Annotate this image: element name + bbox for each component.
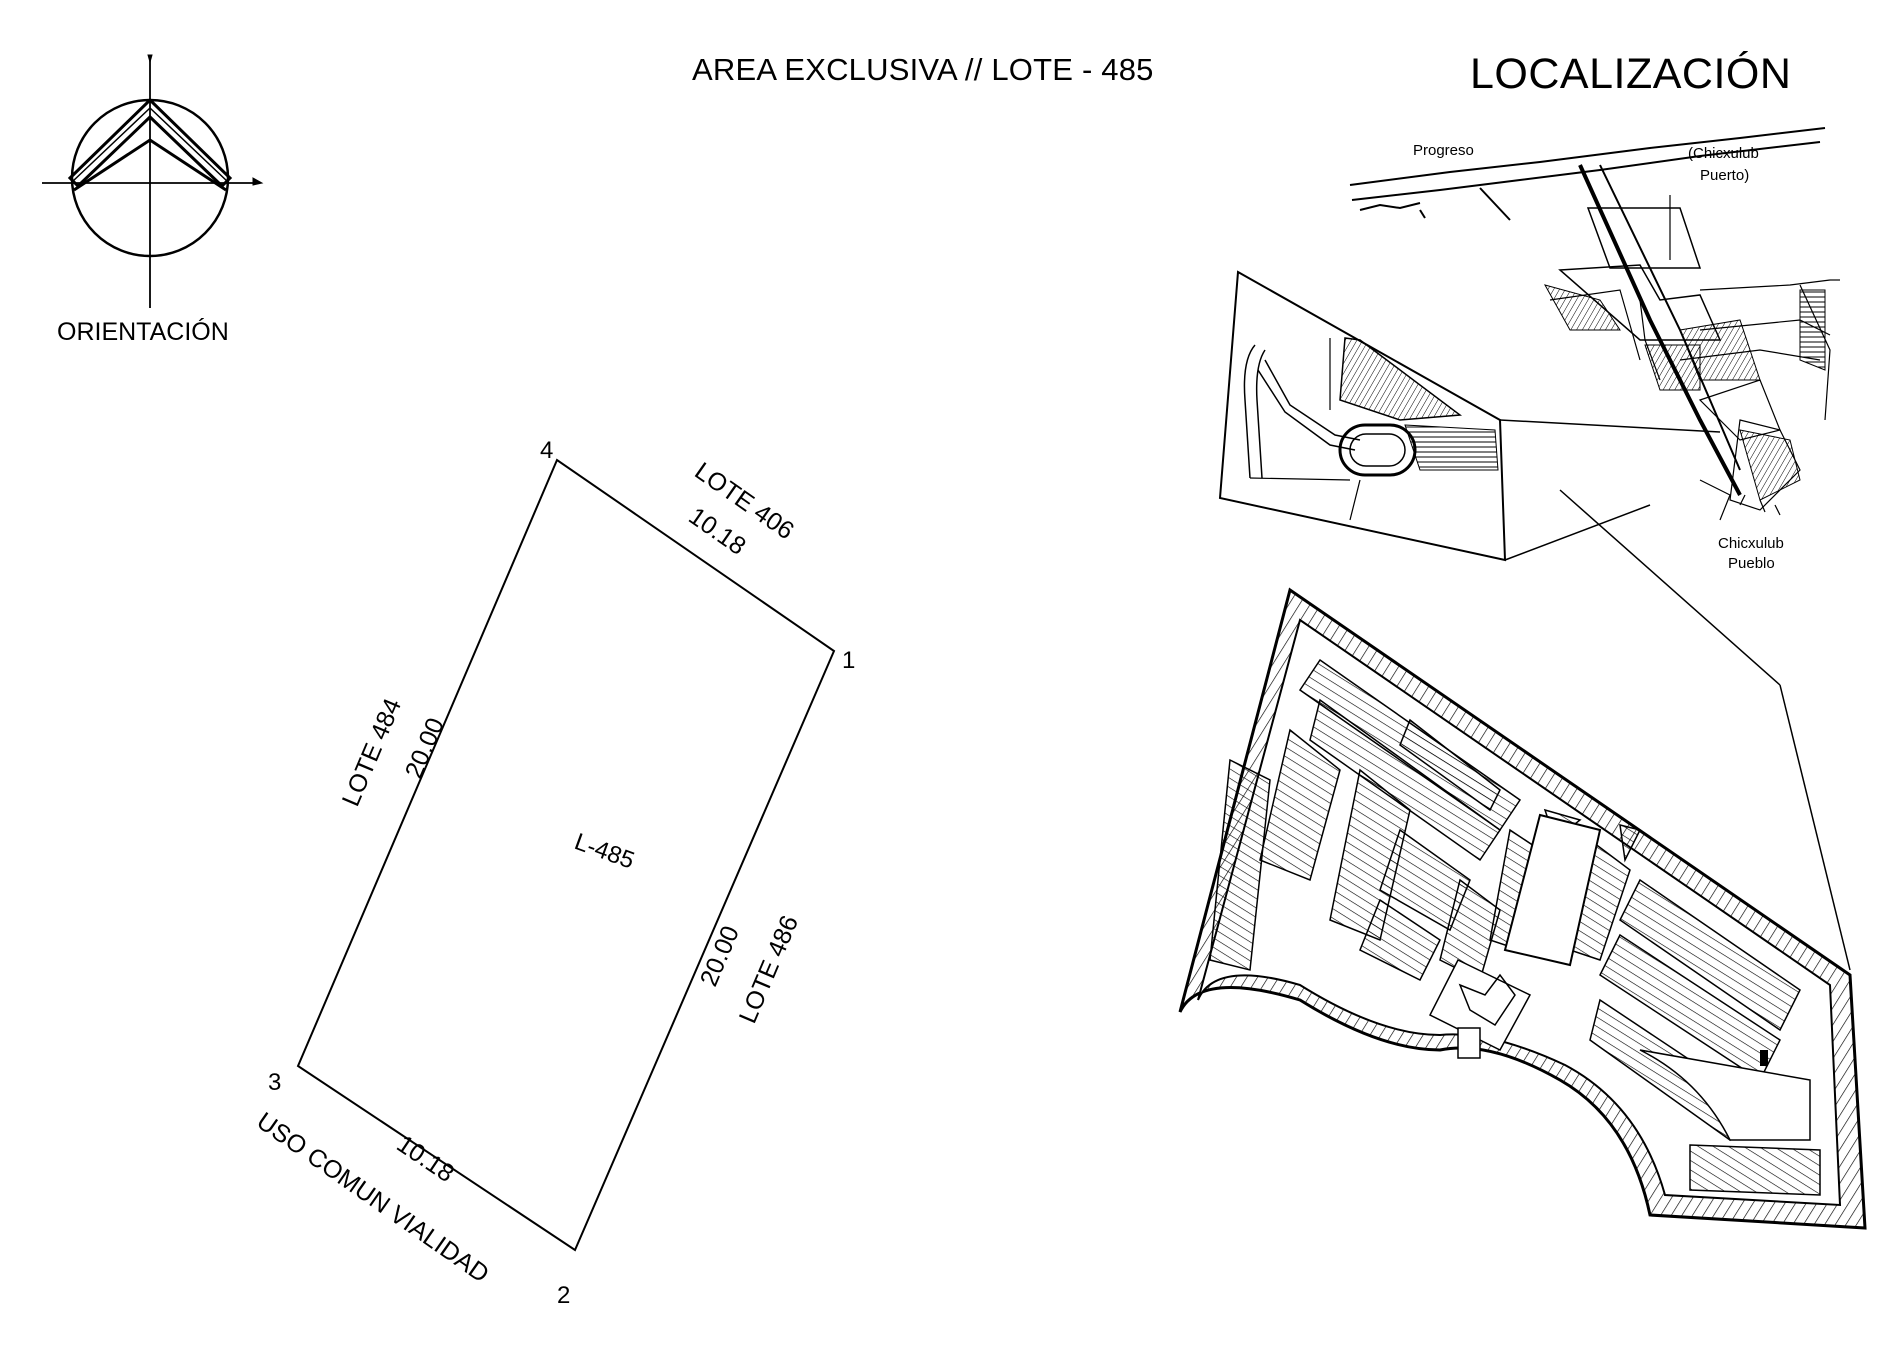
zoom-inset [1218,270,1851,971]
vertex-2: 2 [557,1282,570,1309]
subdivision-plan [1178,587,1867,1230]
east-neighbor-label: LOTE 486 [734,912,804,1028]
lot-polygon [296,458,836,1252]
south-length-label: 10.18 [392,1130,460,1188]
vertex-4: 4 [540,437,553,464]
vertex-3: 3 [268,1069,281,1096]
west-length-label: 20.00 [400,714,450,783]
plan-title: AREA EXCLUSIVA // LOTE - 485 [692,52,1154,87]
orientation-label: ORIENTACIÓN [57,318,229,346]
south-neighbor-label: USO COMUN VIALIDAD [252,1107,495,1288]
location-title: LOCALIZACIÓN [1470,50,1792,98]
place-chicxulub-puerto-2: Puerto) [1700,167,1749,184]
place-chicxulub-pueblo-1: Chicxulub [1718,535,1784,552]
lot-id-label: L-485 [571,828,638,874]
place-progreso: Progreso [1413,142,1474,159]
north-arrow-icon [42,54,264,308]
place-chicxulub-pueblo-2: Pueblo [1728,555,1775,572]
town-blocks [1543,284,1826,501]
vertex-1: 1 [842,647,855,674]
place-chicxulub-puerto-1: (Chicxulub [1688,145,1759,162]
west-neighbor-label: LOTE 484 [337,694,407,810]
